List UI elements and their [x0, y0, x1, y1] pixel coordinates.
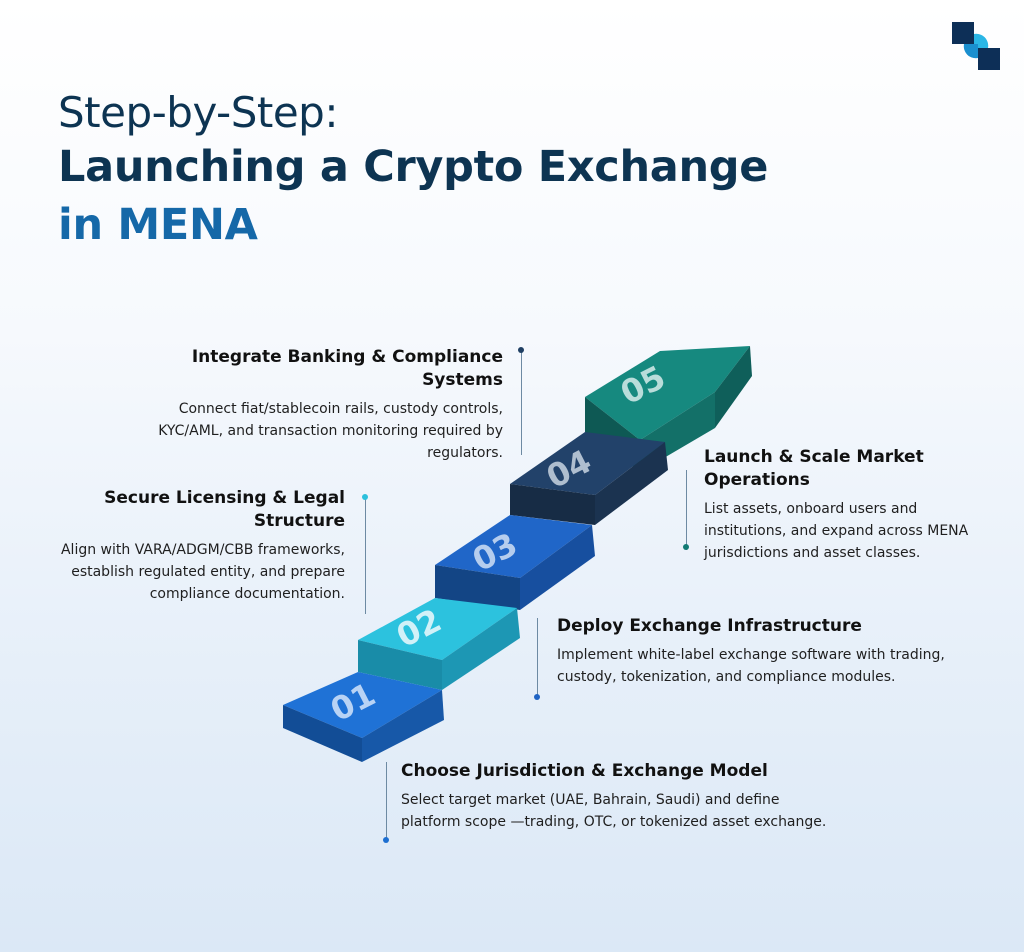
step-01-connector [386, 762, 387, 840]
step-04-title: Integrate Banking & Compliance Systems [191, 347, 503, 390]
step-03-block: 03 [435, 515, 595, 610]
step-05-block: 05 [585, 346, 752, 472]
step-01-title: Choose Jurisdiction & Exchange Model [401, 761, 768, 781]
step-02-title: Secure Licensing & Legal Structure [104, 488, 345, 531]
step-02-connector [365, 498, 366, 614]
step-05-connector [686, 470, 687, 550]
title-line-1: Step-by-Step: [58, 88, 339, 137]
staircase-illustration: 05 04 03 02 01 [283, 346, 752, 762]
title-line-3: in MENA [58, 200, 258, 250]
step-02-description: Align with VARA/ADGM/CBB frameworks, est… [60, 542, 345, 602]
step-04-description: Connect fiat/stablecoin rails, custody c… [158, 401, 503, 461]
step-03-description: Implement white-label exchange software … [557, 647, 945, 685]
page-title: Step-by-Step: Launching a Crypto Exchang… [58, 88, 768, 254]
step-05-title: Launch & Scale Market Operations [704, 447, 924, 490]
step-03-dot [534, 694, 540, 700]
step-04-block: 04 [510, 432, 668, 525]
step-05-dot [683, 544, 689, 550]
step-04-connector [521, 351, 522, 455]
step-01-text: Choose Jurisdiction & Exchange Model Sel… [401, 760, 831, 833]
step-01-dot [383, 837, 389, 843]
step-01-description: Select target market (UAE, Bahrain, Saud… [401, 792, 827, 830]
step-02-block: 02 [358, 598, 520, 690]
step-04-text: Integrate Banking & Compliance Systems C… [110, 346, 503, 464]
step-05-text: Launch & Scale Market Operations List as… [704, 446, 1004, 564]
step-03-title: Deploy Exchange Infrastructure [557, 616, 862, 636]
step-03-connector [537, 618, 538, 698]
step-02-dot [362, 494, 368, 500]
title-line-2: Launching a Crypto Exchange [58, 142, 769, 192]
step-02-text: Secure Licensing & Legal Structure Align… [40, 487, 345, 605]
step-03-text: Deploy Exchange Infrastructure Implement… [557, 615, 977, 688]
step-01-block: 01 [283, 672, 444, 762]
brand-logo [952, 22, 1000, 70]
step-04-dot [518, 347, 524, 353]
step-05-description: List assets, onboard users and instituti… [704, 501, 969, 561]
